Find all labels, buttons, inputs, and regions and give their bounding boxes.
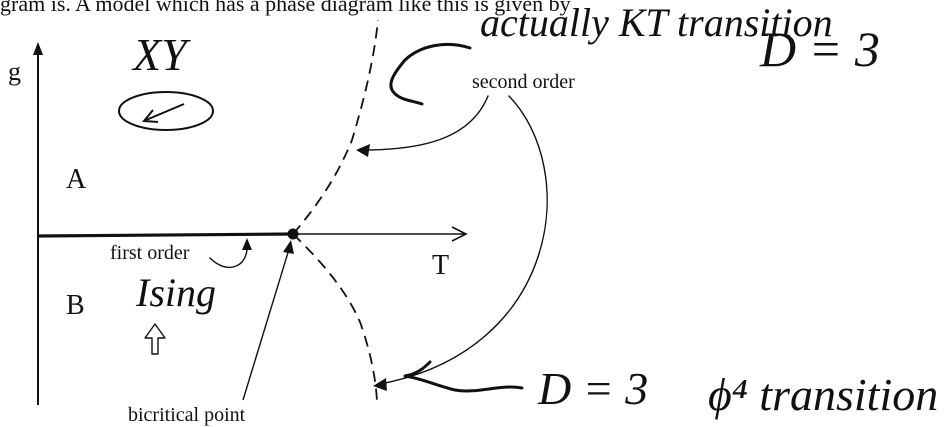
bottom-pointer — [403, 360, 524, 393]
bicritical-arrowhead — [283, 240, 294, 254]
y-axis-arrowhead — [33, 42, 43, 55]
first-order-arrow — [209, 245, 248, 269]
first-order-arrowhead — [242, 238, 252, 250]
xy-handwritten: XY — [131, 29, 191, 80]
xy-spin-arrow — [145, 103, 185, 121]
kt-handwritten: actually KT transition — [480, 0, 833, 45]
region-a-label: A — [66, 164, 87, 195]
lower-dashed-boundary — [292, 233, 378, 403]
t-axis-arrowhead — [451, 226, 468, 242]
second-order-arrowhead — [356, 144, 370, 157]
phi4-handwritten: ϕ⁴ transition — [708, 369, 938, 420]
bicritical-point-label: bicritical point — [128, 404, 246, 426]
second-order-label: second order — [472, 71, 575, 93]
upper-dashed-boundary — [292, 19, 379, 235]
d3-bottom-handwritten: D = 3 — [537, 363, 648, 414]
bicritical-arrow — [242, 245, 291, 401]
d3-top-handwritten: D = 3 — [759, 21, 880, 77]
y-axis-label: g — [8, 57, 21, 86]
ising-spin-arrow — [144, 323, 166, 355]
xy-spin-arrowhead — [142, 109, 159, 123]
region-b-label: B — [66, 290, 85, 321]
x-axis-label: T — [432, 250, 449, 281]
ising-handwritten: Ising — [135, 270, 216, 315]
first-order-label: first order — [110, 242, 190, 264]
long-curve-arrowhead — [373, 378, 387, 391]
header-text: gram is. A model which has a phase diagr… — [0, 0, 571, 16]
first-order-line — [37, 232, 294, 238]
long-curve-arrow — [379, 95, 548, 385]
kt-pointer — [389, 42, 472, 106]
second-order-arrow — [361, 95, 489, 151]
xy-ellipse — [118, 91, 214, 131]
